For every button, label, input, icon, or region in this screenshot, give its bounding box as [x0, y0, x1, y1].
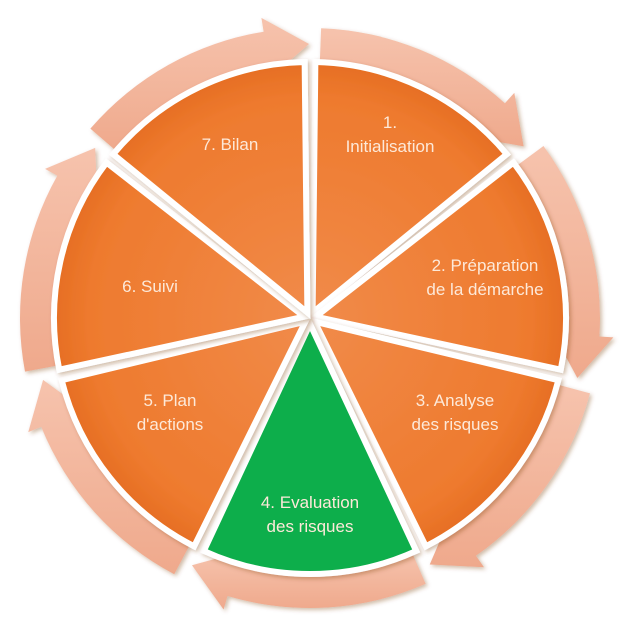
cycle-labels: 1. Initialisation 2. Préparation de la déma…: [122, 113, 543, 536]
label-line: des risques: [412, 415, 499, 434]
label-step-5: 5. Plan d'actions: [137, 391, 204, 434]
label-line: 1.: [383, 113, 397, 132]
segment-step-3: [309, 317, 562, 551]
arrow-icon-step-5: [28, 379, 190, 575]
label-line: 2. Préparation: [432, 256, 539, 275]
arrow-icon-step-4: [191, 551, 426, 610]
label-line: d'actions: [137, 415, 204, 434]
label-line: 6. Suivi: [122, 277, 178, 296]
label-line: des risques: [267, 517, 354, 536]
label-line: 7. Bilan: [202, 135, 259, 154]
segment-step-5: [58, 317, 311, 551]
segment-step-1: [309, 58, 512, 319]
label-line: Initialisation: [346, 137, 435, 156]
label-line: 3. Analyse: [416, 391, 494, 410]
label-line: 4. Evaluation: [261, 493, 359, 512]
segment-step-4: [199, 316, 421, 577]
label-step-6: 6. Suivi: [122, 277, 178, 296]
label-step-3: 3. Analyse des risques: [412, 391, 499, 434]
label-step-2: 2. Préparation de la démarche: [426, 256, 543, 299]
label-line: 5. Plan: [144, 391, 197, 410]
segment-step-2: [308, 158, 569, 374]
label-step-7: 7. Bilan: [202, 135, 259, 154]
cycle-segments: [51, 58, 569, 577]
segment-step-6: [51, 158, 312, 374]
label-line: de la démarche: [426, 280, 543, 299]
segment-step-7: [108, 58, 311, 319]
label-step-1: 1. Initialisation: [346, 113, 435, 156]
label-step-4: 4. Evaluation des risques: [261, 493, 359, 536]
